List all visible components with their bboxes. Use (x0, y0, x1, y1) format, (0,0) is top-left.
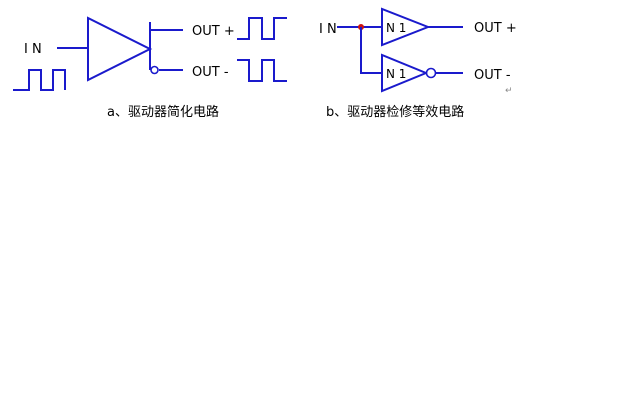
diagram-b: I N N 1 OUT + N 1 OUT - ↵ b、驱动器检修等效电路 (319, 7, 517, 120)
a-input-label: I N (24, 42, 42, 57)
a-output-neg-wave (237, 59, 287, 82)
b-caption: b、驱动器检修等效电路 (326, 104, 464, 120)
b-buffer-label: N 1 (386, 21, 406, 35)
b-inverter-label: N 1 (386, 67, 406, 81)
a-inversion-bubble (150, 65, 159, 75)
a-driver-triangle (87, 16, 153, 82)
b-output-neg-label: OUT - (474, 68, 511, 83)
b-inversion-bubble (425, 67, 437, 79)
a-output-pos-wave (237, 17, 287, 40)
b-paragraph-mark: ↵ (505, 86, 513, 96)
b-branch-wire (360, 27, 382, 74)
a-caption: a、驱动器简化电路 (107, 104, 219, 120)
diagram-a: I N OUT + OUT - a、驱动器简化电路 (13, 16, 287, 120)
b-output-pos-label: OUT + (474, 21, 517, 36)
a-output-neg-label: OUT - (192, 65, 229, 80)
a-input-square-wave (13, 69, 66, 91)
b-inverter-gate (381, 53, 429, 93)
b-input-label: I N (319, 22, 337, 37)
a-output-pos-label: OUT + (192, 24, 235, 39)
b-buffer-gate (381, 7, 431, 47)
